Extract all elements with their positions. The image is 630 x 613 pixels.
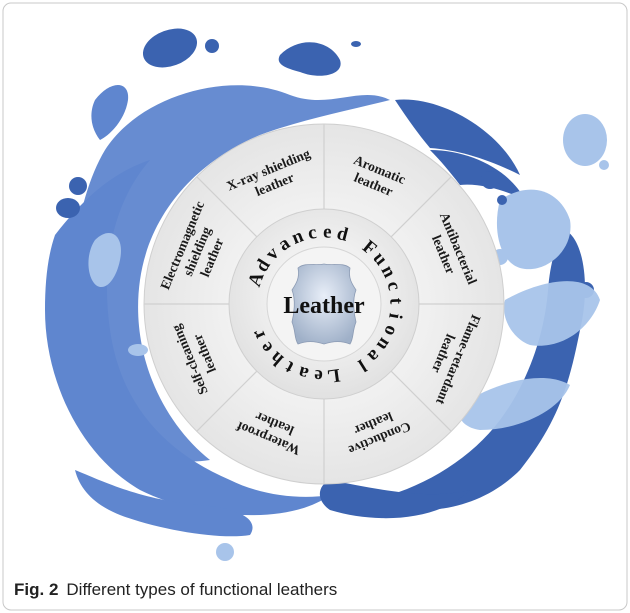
wheel-divider xyxy=(390,370,452,432)
leather-hide-icon xyxy=(291,263,357,345)
paint-splash xyxy=(45,28,609,561)
function-wheel: Leather xyxy=(143,123,505,485)
ring-letter: e xyxy=(313,365,323,387)
ring-letter: t xyxy=(385,297,406,305)
ring-letter: e xyxy=(323,221,332,242)
center-label: Leather xyxy=(283,293,365,319)
figure-caption: Fig. 2 Different types of functional leat… xyxy=(14,580,337,600)
wheel-divider xyxy=(390,176,452,238)
ring-letter: c xyxy=(306,222,318,244)
caption-figure-number: Fig. 2 xyxy=(14,580,59,599)
wheel-divider xyxy=(196,370,258,432)
ring-letter: L xyxy=(326,364,341,387)
wheel-divider xyxy=(196,176,258,238)
ring-letter: i xyxy=(384,312,406,321)
caption-text: Different types of functional leathers xyxy=(66,580,338,599)
